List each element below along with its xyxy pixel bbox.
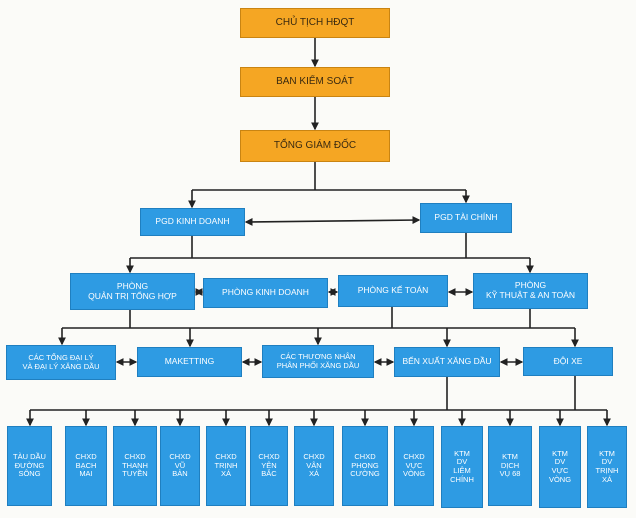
unit-agents-box: CÁC TỔNG ĐẠI LÝ VÀ ĐẠI LÝ XĂNG DẦU (6, 345, 116, 380)
dept-business-label: PHÒNG KINH DOANH (222, 287, 309, 298)
station-label: CHXD VỰC VÒNG (402, 452, 426, 479)
station-label: TÀU DẦU ĐƯỜNG SÔNG (13, 452, 46, 479)
station-box: CHXD TRỊNH XÁ (206, 426, 246, 506)
ceo-label: TỔNG GIÁM ĐỐC (273, 140, 357, 152)
deputy-finance-label: PGD TÀI CHÍNH (434, 212, 498, 223)
station-label: CHXD VŨ BẢN (169, 452, 191, 479)
unit-traders-label: CÁC THƯƠNG NHÂN PHÂN PHỐI XĂNG DẦU (276, 351, 360, 370)
deputy-business-box: PGD KINH DOANH (140, 208, 245, 236)
unit-agents-label: CÁC TỔNG ĐẠI LÝ VÀ ĐẠI LÝ XĂNG DẦU (22, 352, 100, 371)
station-box: TÀU DẦU ĐƯỜNG SÔNG (7, 426, 52, 506)
connector-line (244, 216, 421, 226)
station-box: CHXD PHONG CƯỜNG (342, 426, 388, 506)
station-box: KTM DV VỰC VÒNG (539, 426, 581, 508)
station-box: KTM DỊCH VỤ 68 (488, 426, 532, 506)
dept-business-box: PHÒNG KINH DOANH (203, 278, 328, 308)
station-box: CHXD BẠCH MAI (65, 426, 107, 506)
unit-depot-label: BẾN XUẤT XĂNG DẦU (402, 356, 492, 367)
station-label: CHXD BẠCH MAI (75, 452, 97, 479)
dept-accounting-box: PHÒNG KẾ TOÁN (338, 275, 448, 307)
station-box: CHXD YÊN BẮC (250, 426, 288, 506)
station-box: KTM DV TRỊNH XÁ (587, 426, 627, 508)
dept-technical-box: PHÒNG KỸ THUẬT & AN TOÀN (473, 273, 588, 309)
station-box: CHXD VÂN XÁ (294, 426, 334, 506)
station-box: CHXD VỰC VÒNG (394, 426, 434, 506)
unit-marketing-label: MAKETTING (164, 356, 215, 367)
station-box: KTM DV LIÊM CHÍNH (441, 426, 483, 508)
station-box: CHXD VŨ BẢN (160, 426, 200, 506)
chairman-box: CHỦ TỊCH HĐQT (240, 8, 390, 38)
station-label: KTM DV LIÊM CHÍNH (450, 448, 474, 484)
ceo-box: TỔNG GIÁM ĐỐC (240, 130, 390, 162)
dept-accounting-label: PHÒNG KẾ TOÁN (357, 285, 429, 296)
unit-depot-box: BẾN XUẤT XĂNG DẦU (394, 347, 500, 377)
station-label: CHXD PHONG CƯỜNG (350, 452, 380, 479)
unit-marketing-box: MAKETTING (137, 347, 242, 377)
dept-admin-box: PHÒNG QUẢN TRỊ TỔNG HỢP (70, 273, 195, 310)
deputy-business-label: PGD KINH DOANH (155, 216, 230, 227)
supervisory-board-label: BAN KIỂM SOÁT (276, 76, 354, 88)
deputy-finance-box: PGD TÀI CHÍNH (420, 203, 512, 233)
chairman-label: CHỦ TỊCH HĐQT (275, 17, 355, 29)
station-label: KTM DỊCH VỤ 68 (499, 452, 521, 479)
station-label: CHXD TRỊNH XÁ (214, 452, 238, 479)
unit-traders-box: CÁC THƯƠNG NHÂN PHÂN PHỐI XĂNG DẦU (262, 345, 374, 378)
station-label: CHXD THANH TUYỀN (122, 452, 148, 479)
station-box: CHXD THANH TUYỀN (113, 426, 157, 506)
dept-admin-label: PHÒNG QUẢN TRỊ TỔNG HỢP (88, 280, 177, 301)
station-label: KTM DV VỰC VÒNG (548, 448, 572, 484)
station-label: KTM DV TRỊNH XÁ (595, 448, 619, 484)
unit-fleet-box: ĐỘI XE (523, 347, 613, 376)
dept-technical-label: PHÒNG KỸ THUẬT & AN TOÀN (485, 280, 576, 300)
supervisory-board-box: BAN KIỂM SOÁT (240, 67, 390, 97)
unit-fleet-label: ĐỘI XE (553, 355, 583, 366)
station-label: CHXD YÊN BẮC (258, 452, 280, 479)
station-label: CHXD VÂN XÁ (303, 452, 325, 479)
